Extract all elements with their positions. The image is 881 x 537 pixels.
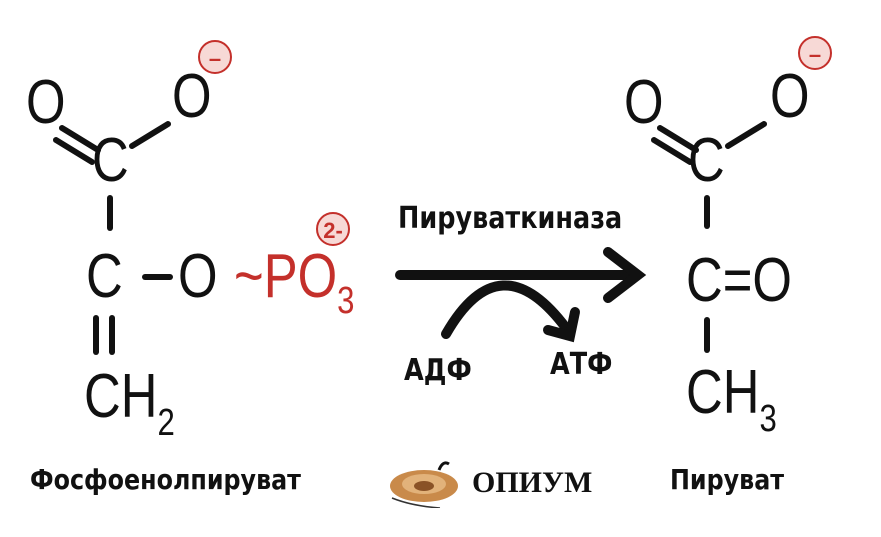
reaction-arrowhead bbox=[603, 247, 647, 303]
bond-double-co-right-b bbox=[651, 137, 693, 165]
reactant-name: Фосфоенолпируват bbox=[30, 463, 301, 496]
phosphate-label: ~PO bbox=[234, 242, 338, 311]
atom-o-minus-left: O bbox=[172, 62, 212, 131]
cofactor-in-label: АДФ bbox=[404, 353, 472, 388]
bond-double-co-left-b bbox=[53, 137, 95, 165]
phosphate-group: ~PO3 bbox=[234, 246, 355, 322]
cofactor-out-label: АТФ bbox=[550, 347, 613, 382]
atom-o-double-left: O bbox=[26, 68, 66, 137]
atom-o-ester: O bbox=[178, 242, 218, 311]
logo-text: ОПИУМ bbox=[472, 466, 593, 499]
snail-logo-icon bbox=[390, 461, 458, 509]
bond-c-ominus-right bbox=[725, 121, 767, 149]
atom-c1-left: C bbox=[92, 126, 129, 195]
product-name: Пируват bbox=[670, 463, 785, 496]
negative-charge-badge: – bbox=[198, 40, 232, 74]
atom-o-double-right: O bbox=[624, 68, 664, 137]
ch-subscript-product: 3 bbox=[759, 398, 777, 440]
bond-c-ominus-left bbox=[129, 121, 171, 149]
opium-logo: ОПИУМ bbox=[384, 458, 592, 511]
enzyme-label: Пируваткиназа bbox=[398, 201, 623, 236]
ch-label-product: CH bbox=[686, 358, 760, 427]
atom-c1-right: C bbox=[688, 126, 725, 195]
atom-o-minus-right: O bbox=[770, 62, 810, 131]
ch-subscript: 2 bbox=[157, 402, 175, 444]
cofactor-arrowhead bbox=[543, 307, 580, 343]
atom-c2-left: C bbox=[86, 242, 123, 311]
atom-c-keto: C=O bbox=[686, 246, 792, 315]
atom-ch3: CH3 bbox=[686, 362, 777, 440]
cofactor-curve-arrow bbox=[441, 280, 571, 339]
atom-ch2: CH2 bbox=[84, 366, 175, 444]
bond-double-co-right-a bbox=[657, 125, 699, 153]
bond-double-co-left-a bbox=[59, 125, 101, 153]
negative-charge-badge-product: – bbox=[798, 36, 832, 70]
ch-label: CH bbox=[84, 362, 158, 431]
phosphate-subscript: 3 bbox=[337, 280, 355, 322]
phosphate-charge-badge: 2- bbox=[316, 212, 350, 246]
